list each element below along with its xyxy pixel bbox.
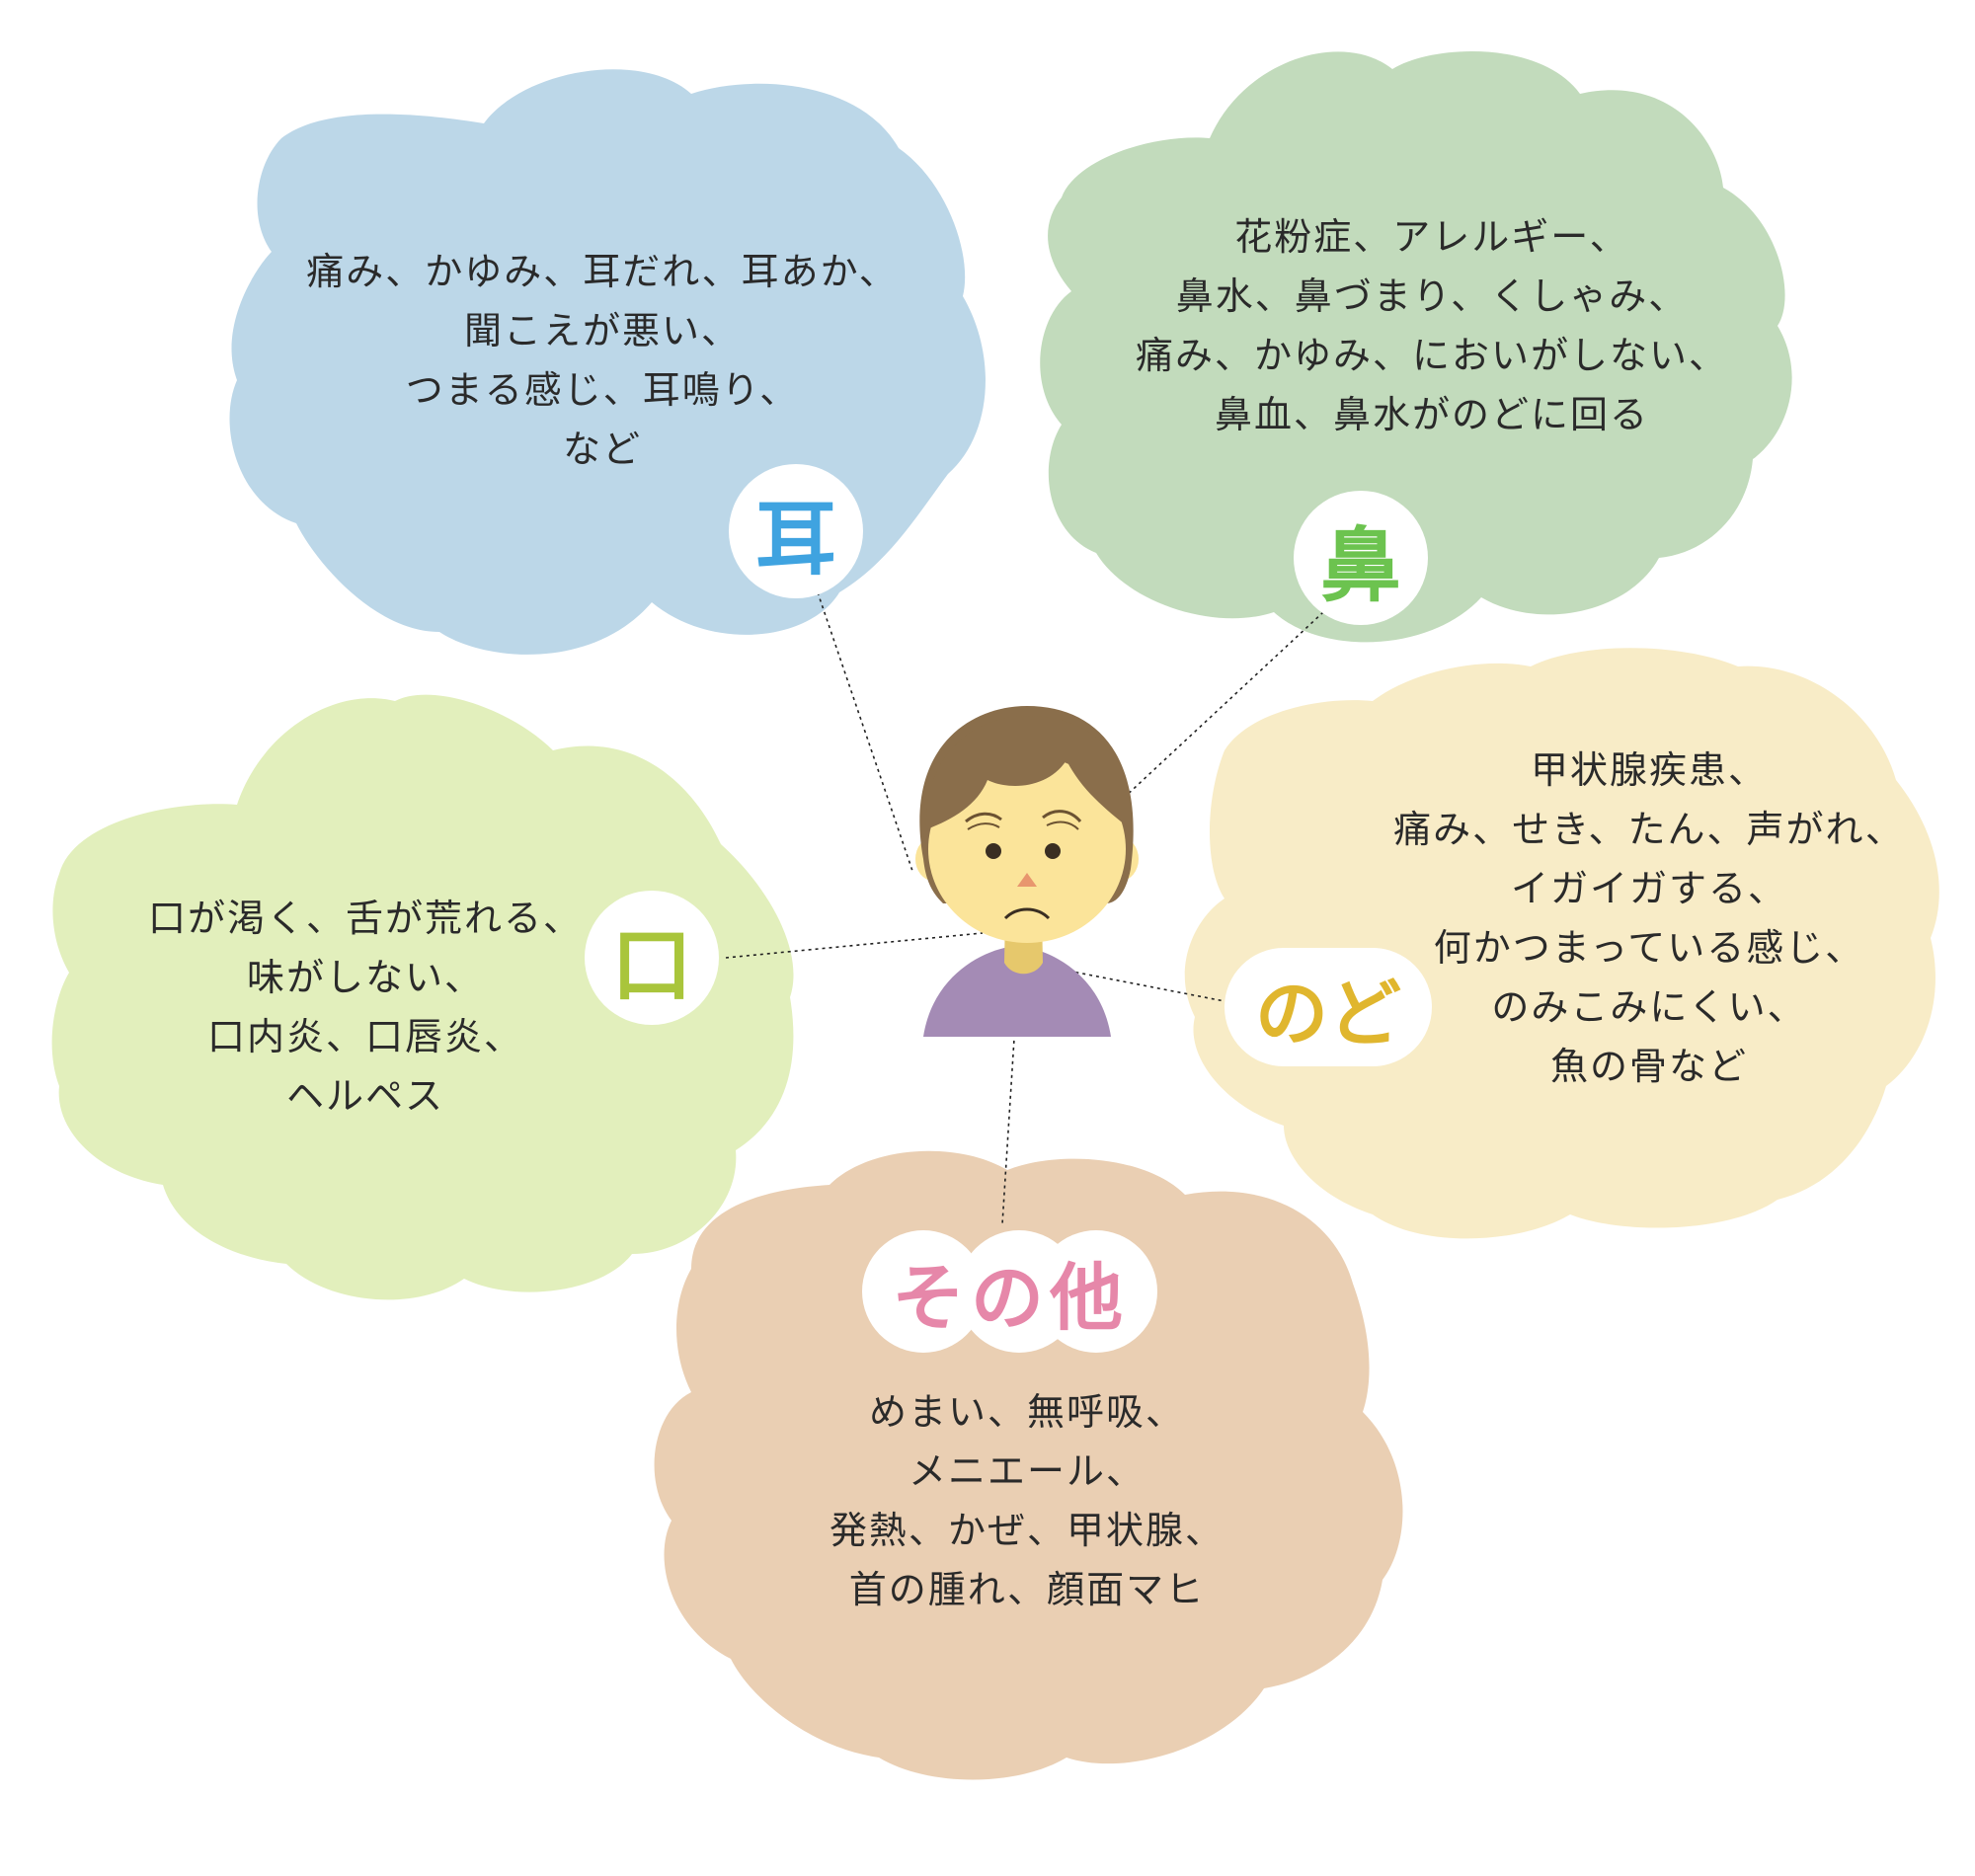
mouth-cloud (51, 694, 794, 1300)
other-label: その他 (892, 1255, 1129, 1341)
throat-symptoms: 甲状腺疾患、 痛み、せき、たん、声がれ、 イガイガする、 何かつまっている感じ、… (1373, 741, 1926, 1096)
nose-line: 鼻水、鼻づまり、くしゃみ、 (1175, 274, 1689, 318)
throat-label: のど (1255, 971, 1401, 1056)
other-symptoms: めまい、無呼吸、 メニエール、 発熱、かぜ、甲状腺、 首の腫れ、顔面マヒ (750, 1382, 1304, 1619)
other-line: 発熱、かぜ、甲状腺、 (829, 1509, 1224, 1552)
nose-symptoms: 花粉症、アレルギー、 鼻水、鼻づまり、くしゃみ、 痛み、かゆみ、においがしない、… (1126, 207, 1738, 444)
person-illustration (915, 706, 1139, 1037)
connector-other (1001, 991, 1018, 1225)
other-cloud (654, 1150, 1403, 1780)
mouth-label: 口 (610, 918, 692, 1013)
nose-badge (1294, 491, 1428, 625)
eyebrow-right-2 (1046, 821, 1079, 830)
ear-label: 耳 (754, 492, 836, 586)
other-line: 首の腫れ、顔面マヒ (848, 1568, 1206, 1611)
throat-line: 甲状腺疾患、 (1530, 748, 1768, 792)
mouth-line: 口が渇く、舌が荒れる、 (147, 897, 583, 940)
hair-fringe (925, 716, 1132, 829)
connector-mouth (725, 932, 984, 959)
nose-line: 花粉症、アレルギー、 (1234, 215, 1629, 259)
eyebrow-left-2 (967, 822, 1000, 830)
ear-line: つまる感じ、耳鳴り、 (405, 368, 800, 412)
nose-cloud (1040, 51, 1792, 643)
throat-cloud (1184, 648, 1939, 1239)
ear-line: 聞こえが悪い、 (463, 309, 741, 352)
mouth-line: 口内炎、口唇炎、 (206, 1015, 523, 1058)
ear-line: 痛み、かゆみ、耳だれ、耳あか、 (306, 250, 899, 293)
other-badge (862, 1230, 1157, 1353)
mouth-line: ヘルペス (285, 1074, 444, 1118)
face (928, 755, 1126, 943)
nose-line: 痛み、かゆみ、においがしない、 (1135, 334, 1728, 377)
other-line: めまい、無呼吸、 (868, 1390, 1185, 1434)
nose-label: 鼻 (1319, 518, 1401, 613)
throat-line: のみこみにくい、 (1491, 985, 1807, 1029)
throat-line: 何かつまっている感じ、 (1433, 926, 1865, 970)
eye-left (986, 843, 1001, 859)
throat-badge (1224, 948, 1432, 1066)
nose-line: 鼻血、鼻水がのどに回る (1214, 393, 1649, 436)
throat-line: 痛み、せき、たん、声がれ、 (1393, 808, 1905, 851)
ear-line: など (562, 428, 642, 471)
ear-symptoms: 痛み、かゆみ、耳だれ、耳あか、 聞こえが悪い、 つまる感じ、耳鳴り、 など (296, 242, 908, 479)
mouth-mark (1003, 907, 1051, 920)
nose-mark (1017, 873, 1037, 887)
eyebrow-left (965, 812, 1002, 823)
mouth-symptoms: 口が渇く、舌が荒れる、 味がしない、 口内炎、口唇炎、 ヘルペス (99, 889, 632, 1126)
throat-line: イガイガする、 (1510, 867, 1787, 910)
eyebrow-right (1042, 810, 1082, 823)
mouth-badge (585, 891, 719, 1025)
shirt (923, 946, 1111, 1037)
throat-line: 魚の骨など (1549, 1045, 1748, 1088)
eye-right (1045, 843, 1061, 859)
connector-ear (817, 591, 914, 875)
mouth-line: 味がしない、 (246, 956, 484, 999)
ear-badge (729, 464, 863, 598)
other-line: メニエール、 (908, 1449, 1146, 1493)
